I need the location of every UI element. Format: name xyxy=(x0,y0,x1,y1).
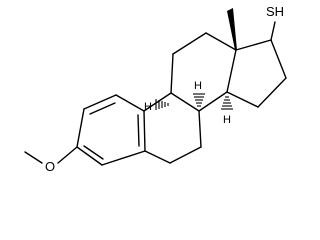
skeletal-structure: O SH H xyxy=(24,4,287,174)
bond-c15-c14 xyxy=(226,91,259,108)
stereo-h-c9: H xyxy=(144,99,169,113)
bond-c17-s xyxy=(270,21,276,41)
bond-c3-c4 xyxy=(76,146,103,166)
ring-c xyxy=(170,32,237,112)
bond-c5-c10 xyxy=(143,110,146,152)
methyl-wedge-c18 xyxy=(227,8,237,50)
ether-oxygen-label: O xyxy=(45,159,55,174)
bond-c5-c10-inner xyxy=(137,114,140,147)
bond-c1-c2-inner xyxy=(89,102,116,115)
bond-c7-c8 xyxy=(198,110,202,148)
ring-d xyxy=(226,39,287,108)
bond-o-ch3 xyxy=(24,151,43,164)
bond-c11-c12 xyxy=(172,32,207,55)
thiol-label: SH xyxy=(266,4,284,19)
bond-c10-c1 xyxy=(115,94,145,112)
bond-c3-c4-inner xyxy=(83,145,104,160)
bond-c10-c9 xyxy=(143,92,172,112)
ring-a-aromatic xyxy=(76,94,146,166)
hydrogen-c9-label: H xyxy=(144,101,152,113)
bond-c13-c17 xyxy=(235,39,272,51)
bond-c13-c14 xyxy=(226,49,237,93)
hydrogen-c14-label: H xyxy=(223,114,231,126)
bond-c6-c7 xyxy=(169,146,202,164)
methoxy-group: O xyxy=(24,146,78,174)
bond-c8-c9 xyxy=(170,92,200,112)
bond-c17-c16 xyxy=(270,39,287,79)
thiol-group: SH xyxy=(266,4,284,41)
bond-c2-c3 xyxy=(76,108,85,148)
ring-b xyxy=(143,92,202,164)
bond-c3-o xyxy=(57,146,78,164)
bond-c14-c8 xyxy=(198,91,228,112)
bond-c1-c2 xyxy=(83,94,117,110)
bond-c16-c15 xyxy=(257,77,287,108)
hydrogen-c8-label: H xyxy=(194,80,202,92)
bond-c12-c13 xyxy=(205,32,237,51)
stereo-h-c8: H xyxy=(193,80,205,107)
bond-c9-c11 xyxy=(170,53,174,94)
bond-c5-c6 xyxy=(144,150,171,164)
bond-c4-c5 xyxy=(101,150,146,166)
stereo-h-c14: H xyxy=(221,96,233,126)
